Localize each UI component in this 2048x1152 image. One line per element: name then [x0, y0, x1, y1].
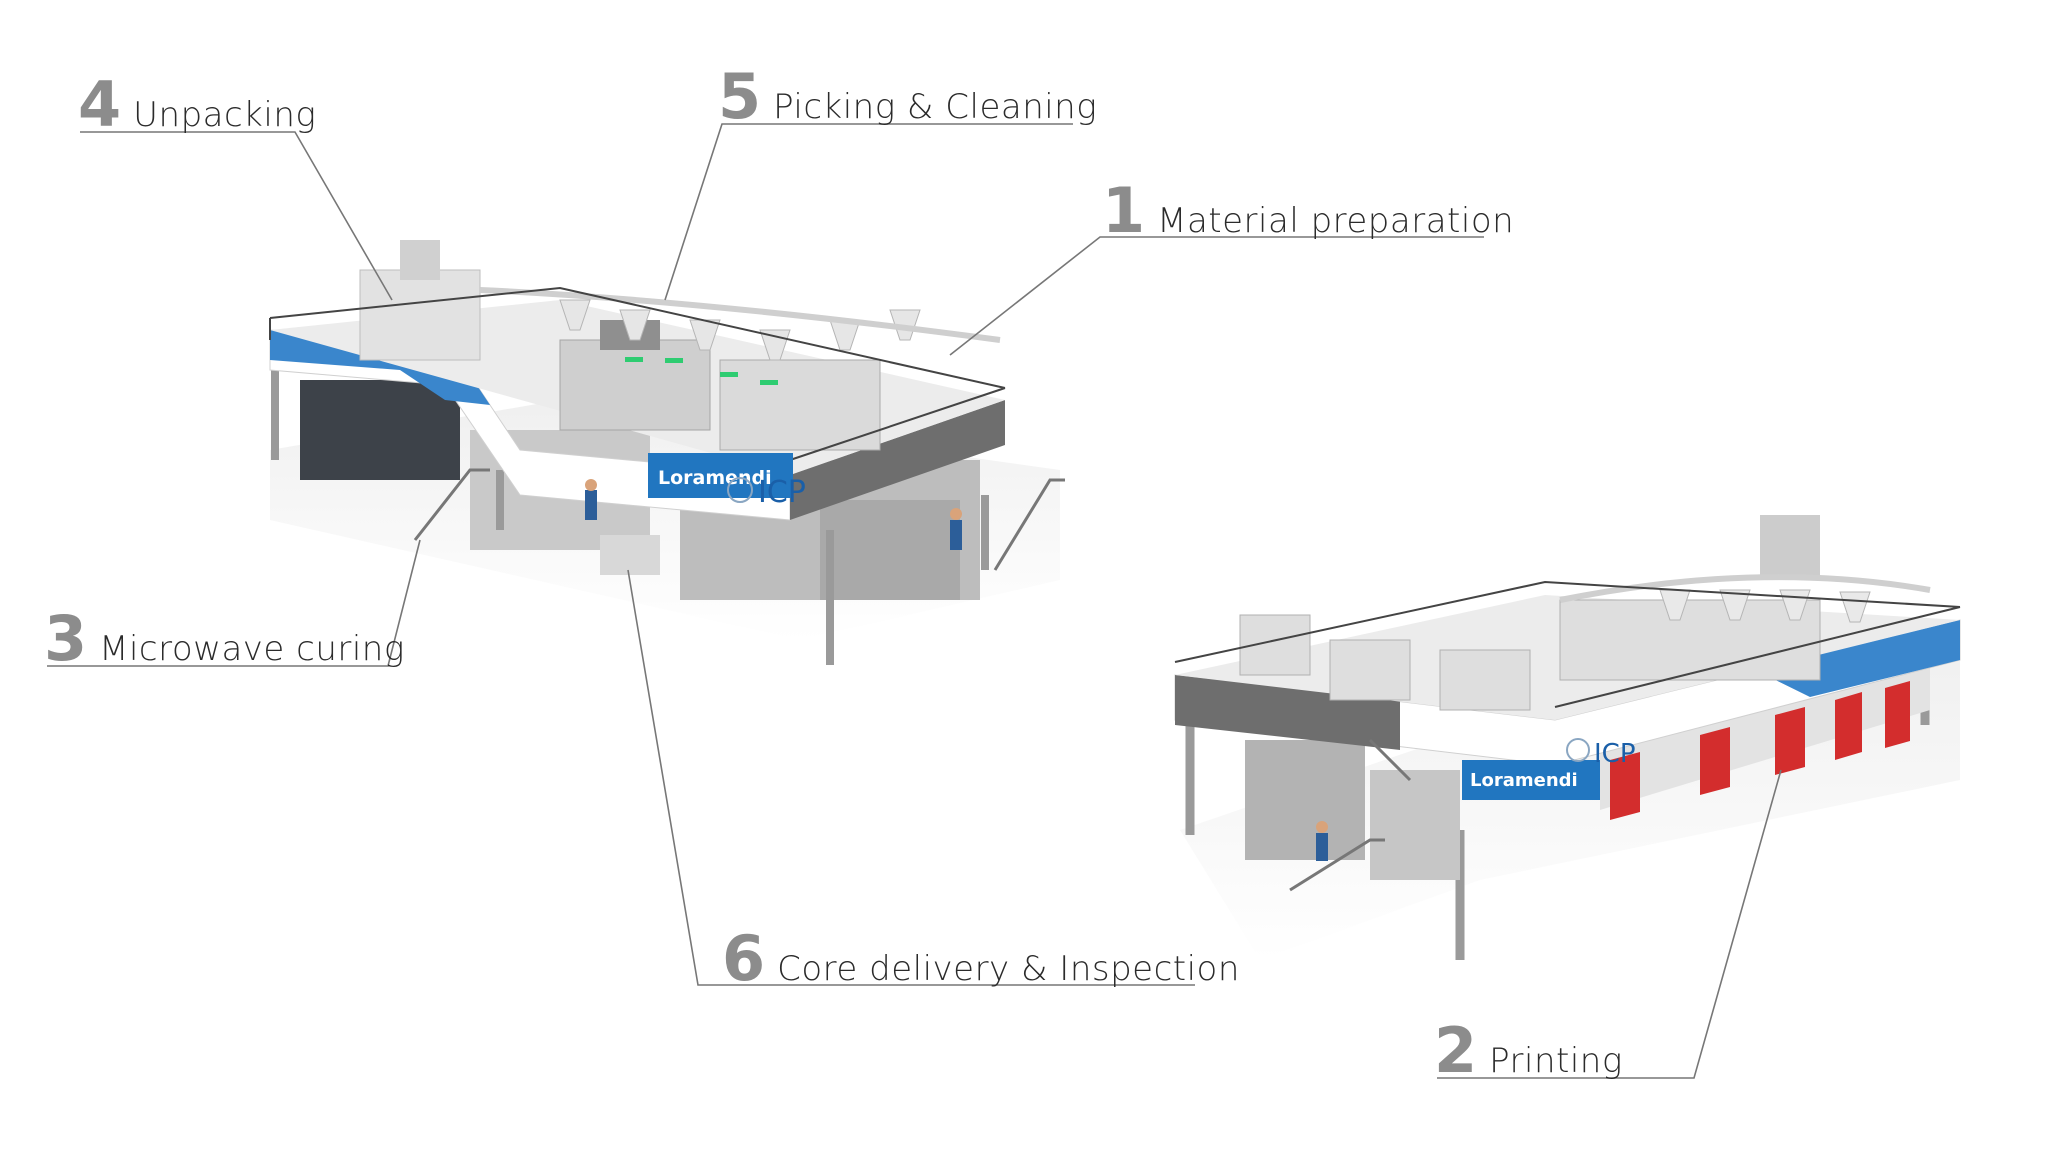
step-number: 2 [1434, 1014, 1478, 1087]
step-title: Picking & Cleaning [773, 87, 1098, 127]
step-title: Printing [1489, 1041, 1623, 1081]
step-title: Microwave curing [99, 629, 405, 669]
step-number: 1 [1102, 174, 1146, 247]
step-number: 4 [78, 68, 122, 141]
step-label-core-delivery-inspection: 6 Core delivery & Inspection [722, 928, 1240, 990]
machine-a: Loramendi ICP [269, 240, 1065, 665]
step-number: 6 [722, 922, 766, 995]
machine-b-logo: ICP [1594, 739, 1636, 769]
worker-figure [585, 479, 962, 550]
step-number: 5 [718, 60, 762, 133]
step-title: Unpacking [133, 95, 317, 135]
leader-lines [47, 123, 1782, 1079]
step-label-unpacking: 4 Unpacking [78, 74, 316, 136]
step-title: Material preparation [1157, 201, 1515, 241]
step-title: Core delivery & Inspection [777, 949, 1240, 989]
machine-a-logo: ICP [758, 475, 806, 510]
step-label-picking-cleaning: 5 Picking & Cleaning [718, 66, 1097, 128]
step-label-material-preparation: 1 Material preparation [1102, 180, 1514, 242]
machine-b: Loramendi ICP [1174, 515, 1961, 960]
step-number: 3 [44, 602, 88, 675]
step-label-printing: 2 Printing [1434, 1020, 1623, 1082]
machine-b-brand: Loramendi [1470, 770, 1578, 791]
machine-a-brand: Loramendi [658, 467, 772, 489]
worker-figure [1316, 821, 1328, 861]
step-label-microwave-curing: 3 Microwave curing [44, 608, 405, 670]
